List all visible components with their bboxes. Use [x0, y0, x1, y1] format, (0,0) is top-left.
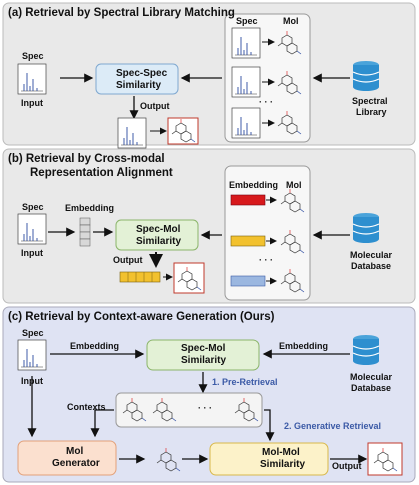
- panel-a-input-label: Input: [21, 98, 43, 108]
- molecular-database-c-line2: Database: [351, 383, 392, 393]
- spectral-library-icon: [352, 60, 380, 92]
- spec-mol-similarity-c-line1: Spec-Mol: [181, 343, 226, 354]
- molecular-database-b-line1: Molecular: [350, 250, 393, 260]
- db-embedding-red: [230, 194, 266, 206]
- panel-b-title-line1: (b) Retrieval by Cross-modal: [8, 153, 165, 165]
- panel-b-output-label: Output: [113, 255, 143, 265]
- mol-generator-line2: Generator: [52, 458, 100, 469]
- output-spectrum: [117, 117, 147, 149]
- panel-c-title: (c) Retrieval by Context-aware Generatio…: [8, 311, 275, 323]
- panel-a-ellipsis: · · ·: [259, 97, 273, 107]
- molecular-database-icon-c: [352, 334, 380, 366]
- panel-b: [2, 148, 416, 304]
- panel-a-col-mol: Mol: [283, 16, 299, 26]
- mol-mol-similarity-line2: Similarity: [260, 459, 306, 470]
- spectrum-embedding-vertical: [79, 217, 91, 247]
- library-spectrum-3: [231, 107, 261, 139]
- context-molecules-box: [115, 392, 263, 428]
- panel-c-output-label: Output: [332, 461, 362, 471]
- panel-a-spec-label: Spec: [22, 51, 44, 61]
- spec-spec-similarity-line1: Spec-Spec: [116, 68, 168, 79]
- spec-mol-similarity-b-line1: Spec-Mol: [136, 224, 181, 235]
- panel-b-ellipsis: · · ·: [259, 255, 273, 265]
- panel-b-input-label: Input: [21, 248, 43, 258]
- spec-mol-similarity-b-line2: Similarity: [136, 236, 182, 247]
- spec-spec-similarity-line2: Similarity: [116, 80, 162, 91]
- contexts-label: Contexts: [67, 402, 106, 412]
- molecular-database-icon-b: [352, 212, 380, 244]
- panel-a-col-spec: Spec: [236, 16, 258, 26]
- pre-retrieval-label: 1. Pre-Retrieval: [212, 377, 278, 387]
- mol-mol-similarity-box: [209, 442, 329, 476]
- spectral-library-line1: Spectral: [352, 96, 388, 106]
- mol-generator-box: [17, 440, 117, 476]
- panel-b-spec-label: Spec: [22, 202, 44, 212]
- input-spectrum-c: [17, 339, 47, 371]
- panel-b-embedding-label: Embedding: [65, 203, 114, 213]
- db-embedding-yellow: [230, 235, 266, 247]
- db-embedding-blue: [230, 275, 266, 287]
- panel-c-embedding-right: Embedding: [279, 341, 328, 351]
- panel-c-ellipsis: · · ·: [198, 403, 212, 413]
- molecular-database-b-line2: Database: [351, 261, 392, 271]
- panel-c-embedding-left: Embedding: [70, 341, 119, 351]
- panel-b-col-embedding: Embedding: [229, 180, 278, 190]
- spec-mol-similarity-c-line2: Similarity: [181, 355, 227, 366]
- input-spectrum: [17, 63, 47, 95]
- spec-spec-similarity-box: [95, 63, 179, 95]
- input-spectrum-b: [17, 213, 47, 245]
- panel-a-title: (a) Retrieval by Spectral Library Matchi…: [8, 7, 235, 19]
- library-spectrum-2: [231, 66, 261, 98]
- spectral-library-line2: Library: [356, 107, 387, 117]
- mol-generator-line1: Mol: [66, 446, 84, 457]
- panel-c-input-label: Input: [21, 376, 43, 386]
- panel-b-title-line2: Representation Alignment: [30, 167, 173, 179]
- panel-b-col-mol: Mol: [286, 180, 302, 190]
- output-embedding-b: [119, 271, 161, 283]
- spec-mol-similarity-box-c: [146, 339, 260, 371]
- molecular-database-c-line1: Molecular: [350, 372, 393, 382]
- panel-c-spec-label: Spec: [22, 328, 44, 338]
- final-output-molecule-frame: [367, 442, 403, 476]
- library-spectrum-1: [231, 27, 261, 59]
- panel-a-output-label: Output: [140, 101, 170, 111]
- panel-a: [2, 2, 416, 146]
- output-molecule-frame: [167, 117, 199, 145]
- spec-mol-similarity-box-b: [115, 219, 199, 251]
- mol-mol-similarity-line1: Mol-Mol: [262, 447, 300, 458]
- generative-retrieval-label: 2. Generative Retrieval: [284, 421, 382, 431]
